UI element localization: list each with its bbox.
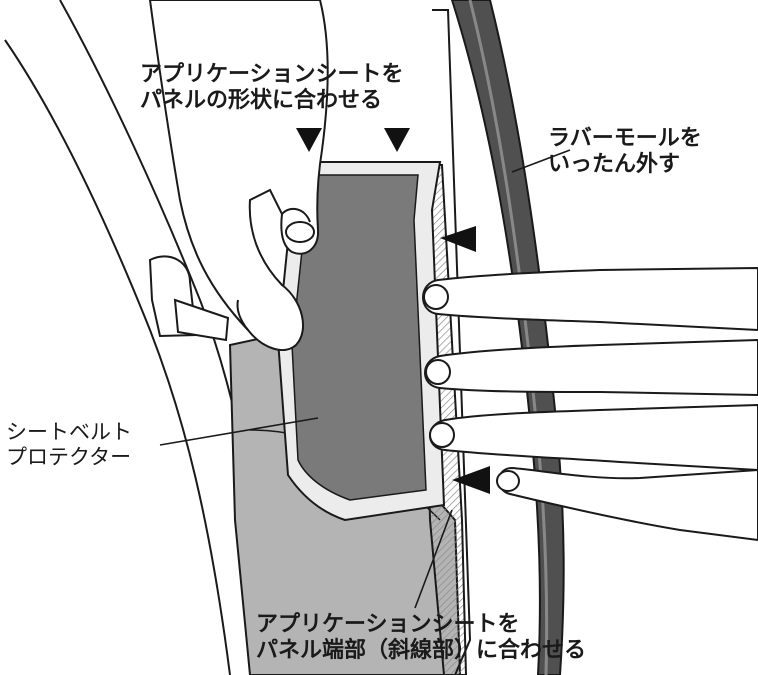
label-align-edge-line1: アプリケーションシートを [256, 612, 520, 637]
leader-lines [159, 149, 571, 609]
buckle [148, 255, 230, 342]
label-align-edge: アプリケーションシートを パネル端部（斜線部）に合わせる [256, 612, 586, 664]
label-seat-belt-protector: シートベルト プロテクター [6, 420, 132, 470]
label-seat-belt-protector-line2: プロテクター [6, 444, 132, 469]
arrow-left-bottom [452, 466, 490, 494]
arrow-down-left [296, 128, 322, 152]
arrow-down-right [384, 128, 410, 152]
label-remove-rubber: ラバーモールを いったん外す [548, 126, 702, 178]
arrow-left-top [440, 226, 476, 252]
label-align-edge-line2: パネル端部（斜線部）に合わせる [256, 637, 587, 663]
label-align-shape: アプリケーションシートを パネルの形状に合わせる [140, 62, 404, 114]
right-hand [422, 266, 758, 542]
seat-belt-protector [291, 174, 427, 501]
pillar-vertical [432, 9, 472, 675]
label-seat-belt-protector-line1: シートベルト [6, 420, 132, 444]
left-hand [148, 0, 329, 351]
label-align-shape-line1: アプリケーションシートを [140, 62, 404, 87]
alignment-arrows [296, 128, 490, 494]
label-remove-rubber-line1: ラバーモールを [548, 126, 702, 151]
label-remove-rubber-line2: いったん外す [548, 151, 681, 177]
label-align-shape-line2: パネルの形状に合わせる [140, 87, 383, 113]
rubber-molding [450, 0, 565, 675]
